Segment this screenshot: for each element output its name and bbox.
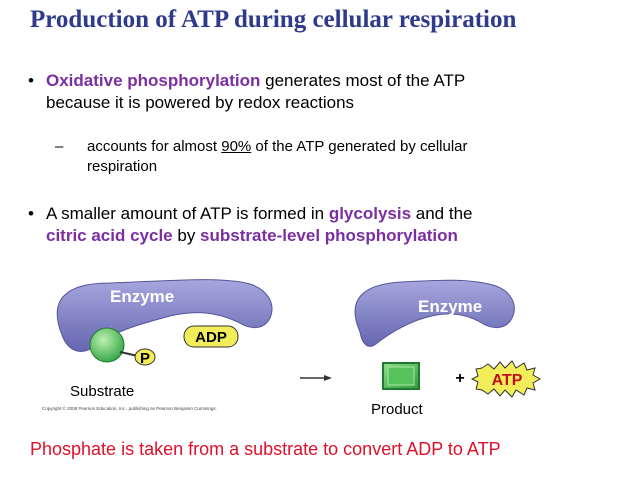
bullet-text-line2: because it is powered by redox reactions xyxy=(46,93,355,112)
adp-shape xyxy=(183,325,239,348)
bullet-substrate-level: • A smaller amount of ATP is formed in g… xyxy=(28,203,473,247)
bullet-text: and the xyxy=(411,204,473,223)
sub-text: of the ATP generated by cellular xyxy=(251,138,468,155)
highlight-oxidative-phosphorylation: Oxidative phosphorylation xyxy=(46,71,261,90)
reaction-arrowhead xyxy=(324,375,332,381)
bullet-text: by xyxy=(172,226,201,245)
enzyme-right-label: Enzyme xyxy=(418,297,482,316)
highlight-glycolysis: glycolysis xyxy=(328,204,412,223)
sub-text: accounts for almost xyxy=(87,138,222,155)
phosphate-shape xyxy=(134,348,156,366)
substrate-label: Substrate xyxy=(70,383,134,400)
bullet-text: generates most of the ATP xyxy=(260,71,466,90)
copyright-note: Copyright © 2008 Pearson Education, Inc.… xyxy=(42,405,217,411)
substrate-ball xyxy=(89,327,125,363)
product-shape-inner xyxy=(387,366,415,386)
bullet-marker: • xyxy=(28,204,34,223)
phosphate-label: P xyxy=(140,350,150,367)
atp-starburst xyxy=(470,360,542,398)
highlight-citric-acid-cycle: citric acid cycle xyxy=(46,226,173,245)
enzyme-left-label: Enzyme xyxy=(110,287,174,306)
atp-label: ATP xyxy=(492,372,523,389)
product-label: Product xyxy=(371,401,424,418)
slide-caption: Phosphate is taken from a substrate to c… xyxy=(30,439,501,459)
dash-marker: – xyxy=(55,138,64,155)
enzyme-right-shape xyxy=(354,279,515,347)
highlight-substrate-level-phosphorylation: substrate-level phosphorylation xyxy=(200,226,458,245)
plus-sign: + xyxy=(455,370,464,387)
sub-bullet-90-percent: – accounts for almost 90% of the ATP gen… xyxy=(55,137,468,177)
slide-title: Production of ATP during cellular respir… xyxy=(30,6,517,33)
bullet-text: A smaller amount of ATP is formed in xyxy=(46,204,329,223)
bullet-oxidative: • Oxidative phosphorylation generates mo… xyxy=(28,70,466,114)
sub-text-line2: respiration xyxy=(87,158,158,175)
bullet-marker: • xyxy=(28,71,34,90)
adp-label: ADP xyxy=(195,329,227,346)
percent-value: 90% xyxy=(221,138,252,155)
